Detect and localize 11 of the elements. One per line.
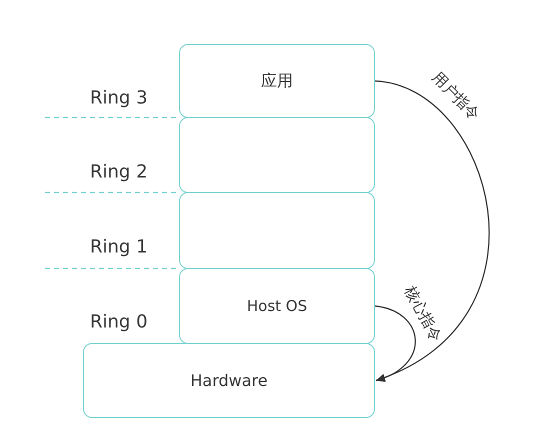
layer-box: 应用 bbox=[179, 44, 375, 118]
ring-label: Ring 2 bbox=[90, 162, 148, 184]
ring-label: Ring 3 bbox=[90, 88, 148, 110]
ring-label: Ring 1 bbox=[90, 238, 148, 258]
ring-label: Ring 0 bbox=[90, 312, 148, 334]
curved-arrow bbox=[374, 80, 490, 382]
layer-box bbox=[179, 192, 375, 269]
layer-box: Host OS bbox=[179, 268, 375, 344]
layer-box: Hardware bbox=[83, 343, 375, 418]
curved-arrow bbox=[374, 305, 416, 382]
layer-box bbox=[179, 117, 375, 193]
